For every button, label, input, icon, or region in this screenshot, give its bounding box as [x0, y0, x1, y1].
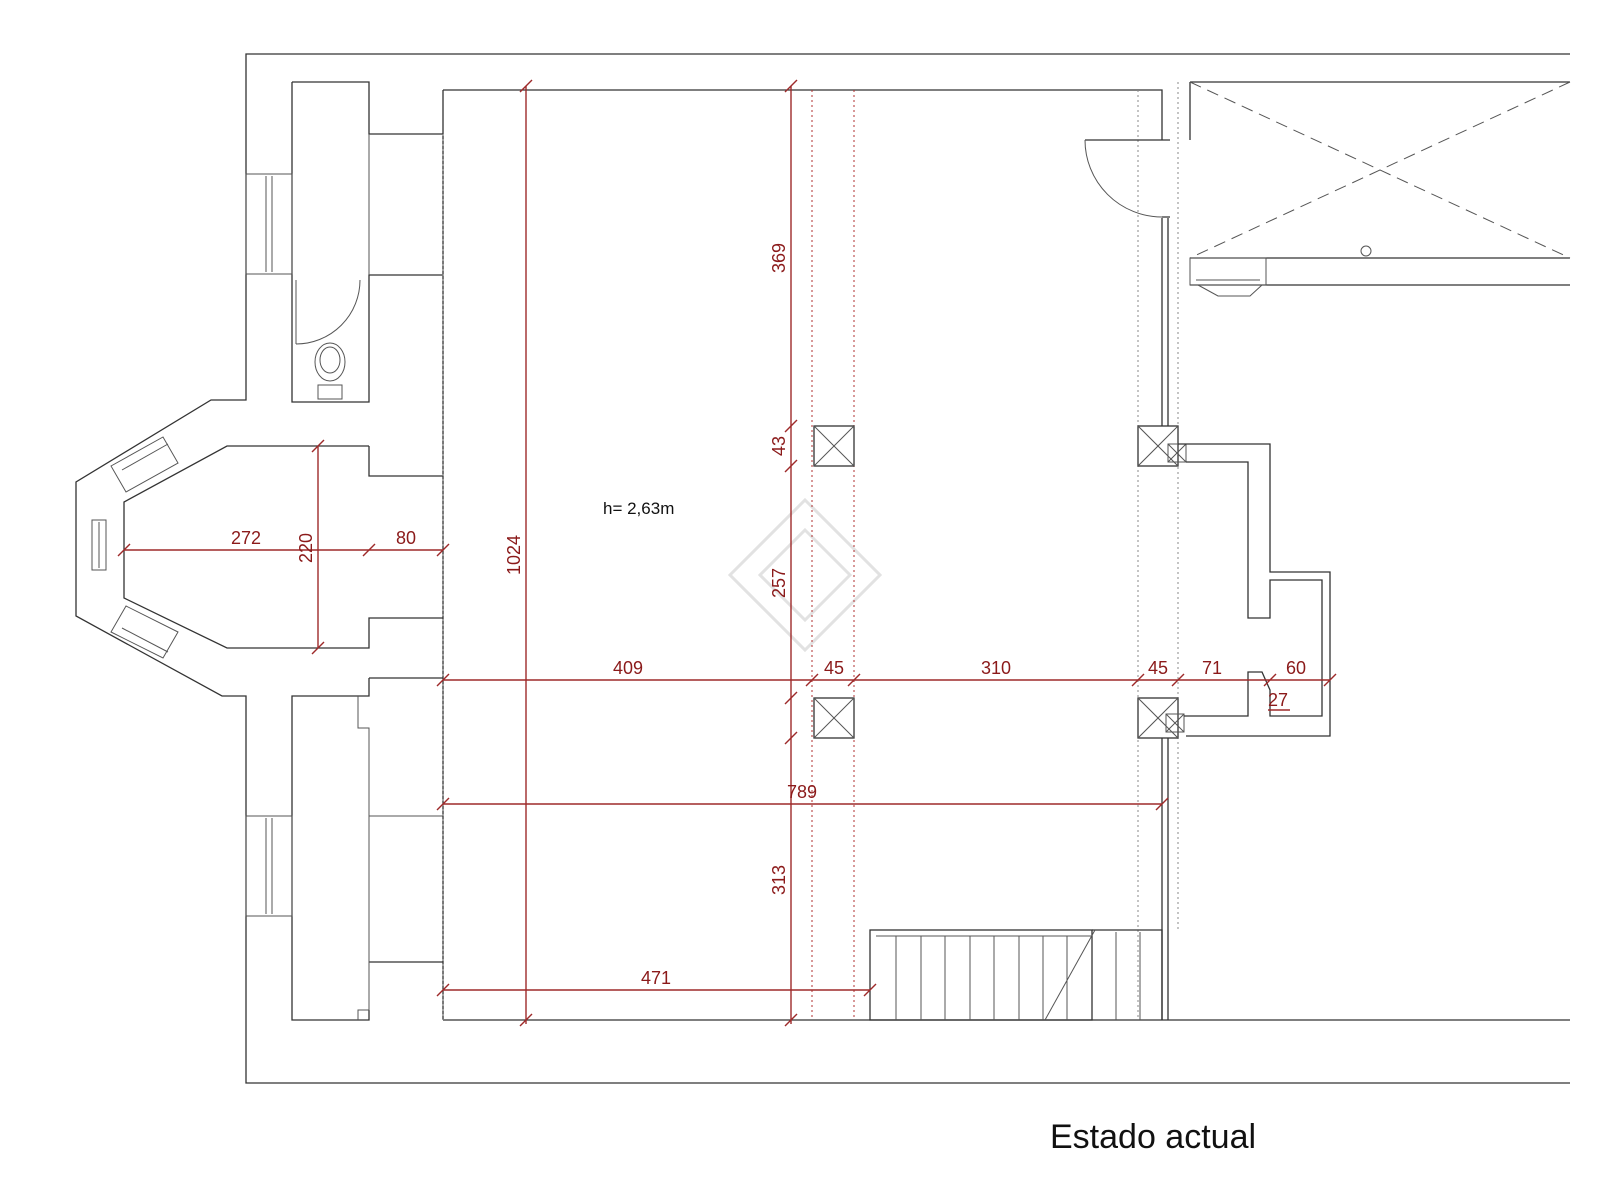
ceiling-height-label: h= 2,63m	[603, 499, 674, 518]
plan-caption: Estado actual	[1050, 1118, 1257, 1156]
watermark-logo	[727, 497, 883, 653]
building-outline	[75, 53, 1570, 1084]
dim-27: 27	[1268, 690, 1288, 710]
dim-71: 71	[1202, 658, 1222, 678]
dim-60: 60	[1286, 658, 1306, 678]
dim-313: 313	[769, 865, 789, 895]
dim-45-right: 45	[1148, 658, 1168, 678]
dim-257: 257	[769, 568, 789, 598]
window-icon	[91, 519, 107, 571]
dim-471: 471	[641, 968, 671, 988]
dimension-lines	[117, 79, 1337, 1027]
dim-789: 789	[787, 782, 817, 802]
column-icon	[1137, 697, 1185, 739]
dim-43: 43	[769, 436, 789, 456]
courtyard	[1189, 81, 1571, 297]
door-icon	[1084, 139, 1170, 218]
window-icon	[110, 605, 179, 659]
dim-409: 409	[613, 658, 643, 678]
column-icon	[1137, 425, 1187, 467]
dim-220: 220	[296, 533, 316, 563]
dim-80: 80	[396, 528, 416, 548]
dimension-labels: 272 80 220 1024 369 43 257 313 409 45 31…	[231, 243, 1306, 988]
dim-369: 369	[769, 243, 789, 273]
window-icon	[110, 436, 179, 493]
column-icon	[813, 425, 855, 467]
left-rooms	[91, 81, 443, 1021]
window-icon	[245, 173, 293, 275]
staircase-icon	[869, 929, 1163, 1021]
window-icon	[245, 815, 293, 917]
dim-45-left: 45	[824, 658, 844, 678]
dim-272: 272	[231, 528, 261, 548]
sink-icon	[1189, 257, 1267, 297]
dim-1024: 1024	[504, 535, 524, 575]
column-icon	[813, 697, 855, 739]
toilet-icon	[314, 342, 346, 400]
service-duct	[1178, 443, 1331, 737]
dim-310: 310	[981, 658, 1011, 678]
main-hall	[442, 82, 1187, 1021]
